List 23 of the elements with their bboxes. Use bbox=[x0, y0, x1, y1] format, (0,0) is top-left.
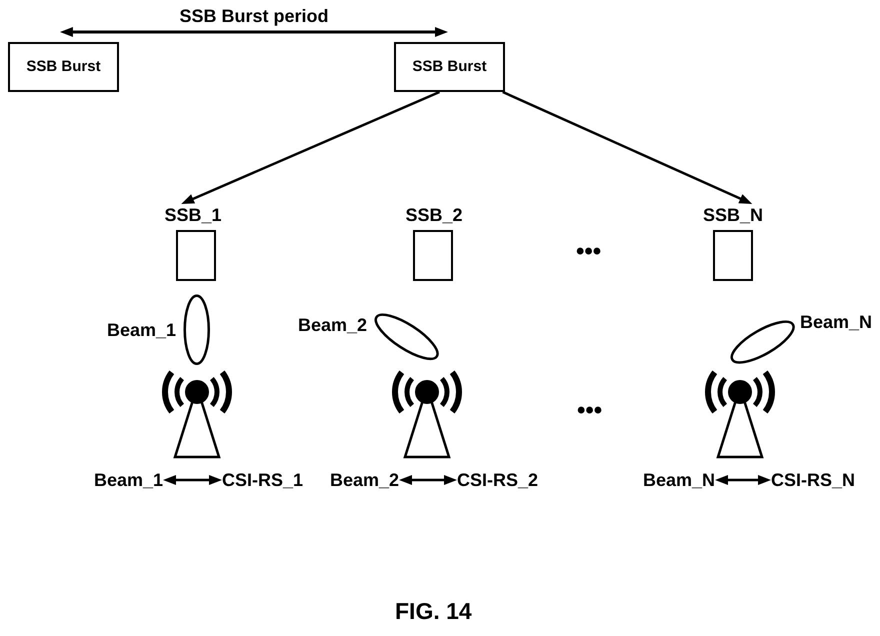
beam-label: Beam_2 bbox=[298, 314, 368, 335]
figure-caption: FIG. 14 bbox=[395, 598, 472, 624]
double-arrow bbox=[715, 475, 771, 485]
csi-rs-label: CSI-RS_1 bbox=[222, 470, 304, 490]
ellipsis: ••• bbox=[576, 240, 602, 264]
ellipsis: ••• bbox=[577, 399, 602, 423]
arrow bbox=[502, 90, 752, 204]
double-arrow bbox=[399, 475, 457, 485]
csi-rs-label: CSI-RS_N bbox=[771, 470, 856, 490]
beam-label: Beam_2 bbox=[330, 470, 400, 490]
ssb-label: SSB_N bbox=[703, 204, 764, 226]
beam-label: Beam_N bbox=[643, 470, 716, 490]
double-arrow bbox=[60, 27, 448, 37]
ssb-label: SSB_1 bbox=[164, 204, 222, 226]
burst-box: SSB Burst bbox=[8, 42, 119, 92]
double-arrow bbox=[163, 475, 222, 485]
beam-label: Beam_1 bbox=[107, 320, 176, 340]
ssb-label: SSB_2 bbox=[406, 204, 463, 226]
arrow bbox=[181, 90, 440, 204]
beam-label: Beam_N bbox=[800, 312, 872, 332]
csi-rs-label: CSI-RS_2 bbox=[457, 470, 538, 490]
burst-box: SSB Burst bbox=[394, 42, 505, 92]
beam-label: Beam_1 bbox=[94, 470, 164, 490]
